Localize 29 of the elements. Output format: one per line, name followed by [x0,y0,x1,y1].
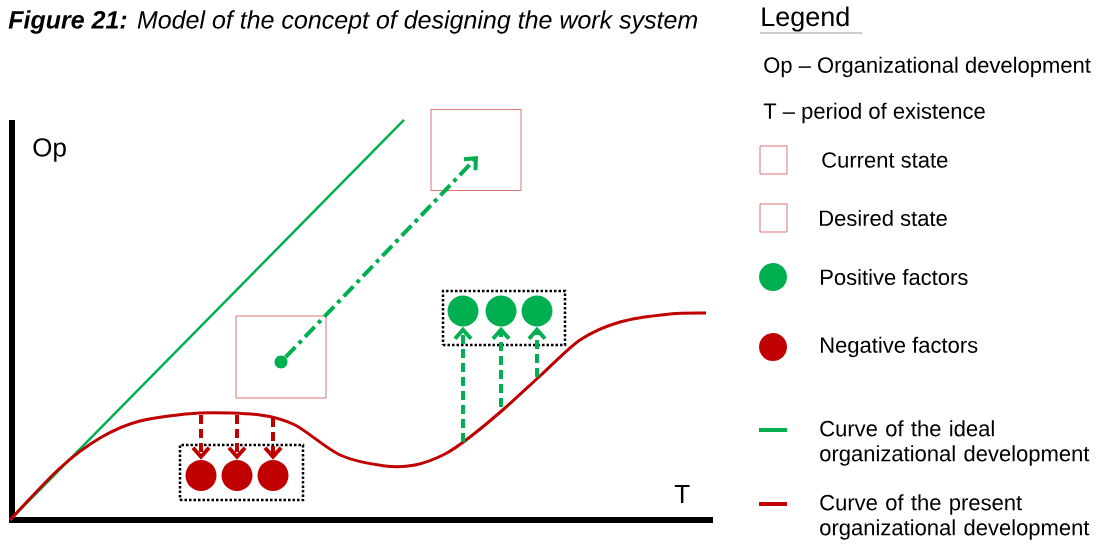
factor-circle [257,460,289,491]
factor-circle [485,295,517,327]
arrow [453,326,473,442]
figure-title: Figure 21: Model of the concept of designing the work system [8,10,698,34]
axis-label: Op [33,138,66,162]
legend-text: Op – Organizational development [764,56,1091,78]
legend-text: T – period of existence [763,102,985,124]
dotted-group-box [178,443,305,502]
legend-text: Curve of the ideal organizational development [820,420,1090,466]
state-box [430,109,522,191]
dotted-group-box [441,289,567,347]
arrow [527,326,547,377]
legend-text: Curve of the present organizational development [820,494,1090,540]
factor-circle [185,460,217,491]
legend-text: Current state [822,152,948,168]
factor-circle [447,295,479,327]
state-box [235,315,327,399]
axis-label: T [674,485,690,503]
legend-text: Desired state [820,209,947,227]
arrow [284,156,478,359]
factor-circle [521,295,553,327]
arrow [191,415,211,460]
legend-text: Negative factors [821,336,978,358]
arrow [491,326,511,407]
legend-heading: Legend [760,6,863,34]
factor-circle [221,460,253,491]
arrow [263,418,283,460]
legend-text: Positive factors [821,268,968,286]
arrow [227,415,247,460]
